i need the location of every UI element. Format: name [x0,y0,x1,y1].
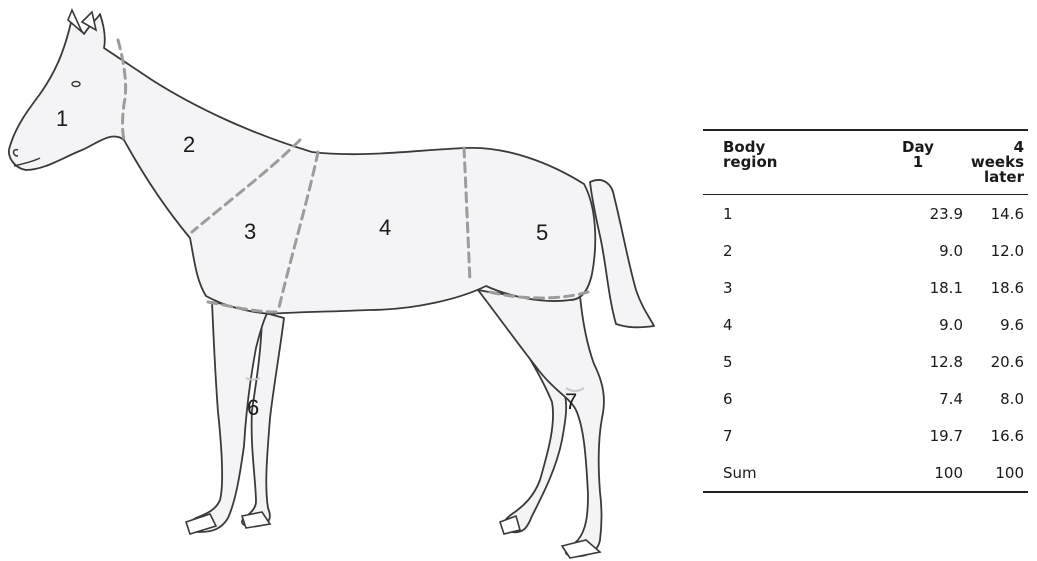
cell-later: 9.6 [963,306,1028,343]
cell-day1: 100 [833,454,963,492]
cell-region: 3 [703,269,833,306]
cell-day1: 9.0 [833,306,963,343]
header-day-1: Day 1 [833,130,963,195]
table-header-row: Body region Day 1 4 weeks later [703,130,1028,195]
cell-later: 12.0 [963,232,1028,269]
region-label-7: 7 [565,391,577,413]
cell-region: 2 [703,232,833,269]
cell-region: 6 [703,380,833,417]
cell-day1: 23.9 [833,195,963,233]
horse-outline-drawing [0,0,680,561]
header-4-weeks-later: 4 weeks later [963,130,1028,195]
cell-later: 14.6 [963,195,1028,233]
header-body-region-line2: region [723,153,777,171]
cell-day1: 12.8 [833,343,963,380]
table-row: 3 18.1 18.6 [703,269,1028,306]
header-day-1-line2: 1 [913,153,923,171]
table-row: 6 7.4 8.0 [703,380,1028,417]
cell-region: 1 [703,195,833,233]
cell-day1: 18.1 [833,269,963,306]
header-4-weeks-later-line1: 4 weeks [971,138,1024,171]
table-row: 1 23.9 14.6 [703,195,1028,233]
cell-region: 4 [703,306,833,343]
table-row-sum: Sum 100 100 [703,454,1028,492]
cell-later: 18.6 [963,269,1028,306]
cell-later: 8.0 [963,380,1028,417]
cell-region: Sum [703,454,833,492]
region-label-4: 4 [379,217,391,239]
table-row: 2 9.0 12.0 [703,232,1028,269]
hoof-far-hind [500,516,520,534]
horse-near-hind-leg [478,290,604,556]
cell-later: 100 [963,454,1028,492]
horse-body-outline [9,14,595,314]
cell-later: 16.6 [963,417,1028,454]
boundary-near-fore-leg-mark [246,378,260,380]
cell-day1: 9.0 [833,232,963,269]
table-row: 7 19.7 16.6 [703,417,1028,454]
horse-tail [590,180,654,327]
region-label-3: 3 [244,221,256,243]
cell-later: 20.6 [963,343,1028,380]
header-4-weeks-later-line2: later [984,168,1024,186]
region-label-2: 2 [183,134,195,156]
header-body-region: Body region [703,130,833,195]
cell-region: 5 [703,343,833,380]
cell-region: 7 [703,417,833,454]
cell-day1: 19.7 [833,417,963,454]
cell-day1: 7.4 [833,380,963,417]
body-region-data-table: Body region Day 1 4 weeks later 1 23.9 1… [703,129,1028,493]
table-row: 5 12.8 20.6 [703,343,1028,380]
table-row: 4 9.0 9.6 [703,306,1028,343]
region-label-5: 5 [536,222,548,244]
region-label-1: 1 [56,108,68,130]
region-label-6: 6 [247,397,259,419]
